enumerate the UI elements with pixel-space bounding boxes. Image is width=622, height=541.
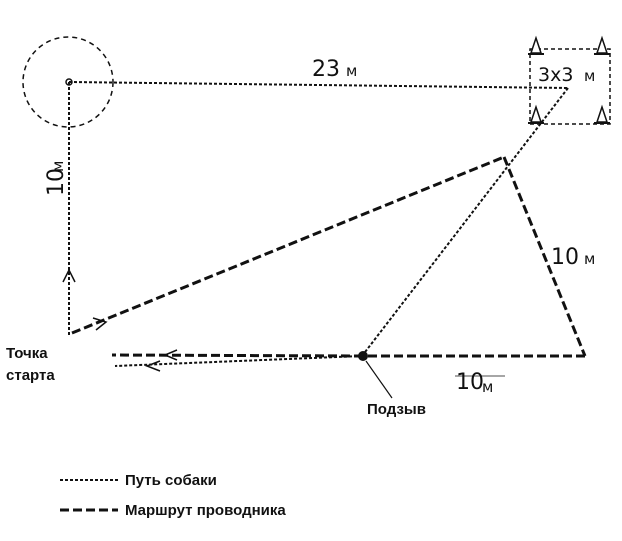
recall-point — [358, 351, 368, 361]
cone-icon — [594, 35, 610, 55]
left-arrow-icon — [163, 349, 178, 361]
left-arrow-icon — [144, 360, 161, 372]
dog-circle-zone — [22, 36, 114, 128]
legend-dog-path-label: Путь собаки — [125, 472, 217, 489]
start-label-line2: старта — [6, 367, 55, 384]
legend-handler-route-label: Маршрут проводника — [125, 502, 286, 519]
dog-path — [68, 81, 569, 367]
cone-icon — [528, 104, 544, 124]
legend: Путь собаки Маршрут проводника — [60, 472, 286, 519]
recall-label: Подзыв — [367, 401, 426, 418]
label-left-10m: 10 м — [44, 161, 69, 196]
handler-route — [71, 155, 587, 358]
label-23m-unit: м — [346, 62, 357, 80]
up-arrow-icon — [62, 268, 76, 283]
svg-text:10: 10 — [44, 168, 69, 196]
label-right-10m-unit: м — [584, 250, 595, 268]
start-label-line1: Точка — [6, 345, 48, 362]
label-square-unit: м — [584, 67, 595, 85]
label-bottom-10m-unit: м — [482, 378, 493, 396]
label-right-10m-num: 10 — [551, 245, 579, 270]
right-arrow-icon — [92, 317, 108, 331]
label-square-num: 3x3 — [538, 64, 573, 86]
label-bottom-10m-num: 10 — [456, 370, 484, 395]
svg-text:м: м — [49, 161, 67, 172]
target-square — [529, 48, 611, 125]
recall-pointer — [365, 360, 393, 399]
cone-icon — [528, 35, 544, 55]
label-23m-num: 23 — [312, 57, 340, 82]
cone-icon — [594, 104, 610, 124]
